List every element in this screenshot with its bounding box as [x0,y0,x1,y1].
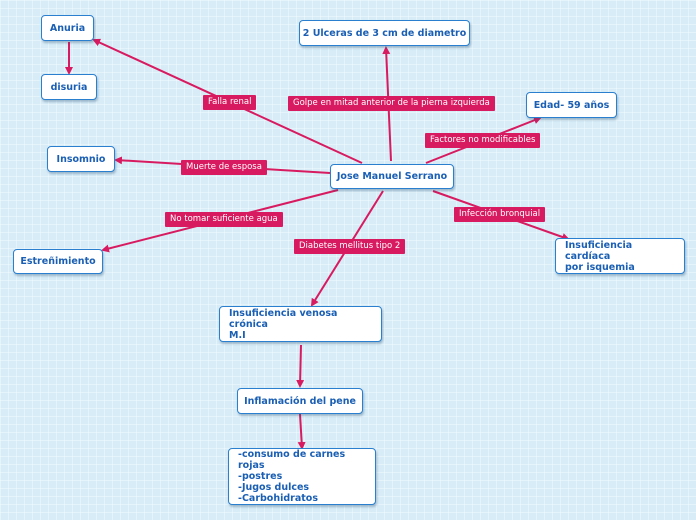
node-ulceras[interactable]: 2 Ulceras de 3 cm de diametro [299,20,470,46]
label-golpe[interactable]: Golpe en mitad anterior de la pierna izq… [288,96,495,111]
label-factores[interactable]: Factores no modificables [425,133,541,148]
node-consumo[interactable]: -consumo de carnes rojas -postres -Jugos… [228,448,376,505]
label-infeccion[interactable]: Infección bronquial [454,207,546,222]
node-center[interactable]: Jose Manuel Serrano [330,164,454,189]
node-anuria[interactable]: Anuria [41,15,94,41]
label-falla-renal[interactable]: Falla renal [203,95,257,110]
node-edad[interactable]: Edad- 59 años [526,92,617,118]
node-estrenimiento[interactable]: Estreñimiento [13,249,103,274]
node-disuria[interactable]: disuria [41,74,97,100]
label-muerte[interactable]: Muerte de esposa [181,160,267,175]
label-diabetes[interactable]: Diabetes mellitus tipo 2 [294,239,406,254]
node-inflamacion[interactable]: Inflamación del pene [237,388,363,414]
node-insuf-cardiaca[interactable]: Insuficiencia cardíaca por isquemia [555,238,685,274]
label-no-tomar[interactable]: No tomar suficiente agua [165,212,283,227]
node-insomnio[interactable]: Insomnio [47,146,115,172]
node-insuf-venosa[interactable]: Insuficiencia venosa crónica M.I [219,306,382,342]
edge-venosa-inflamacion [296,344,305,388]
edge-inflamacion-consumo [297,413,306,450]
